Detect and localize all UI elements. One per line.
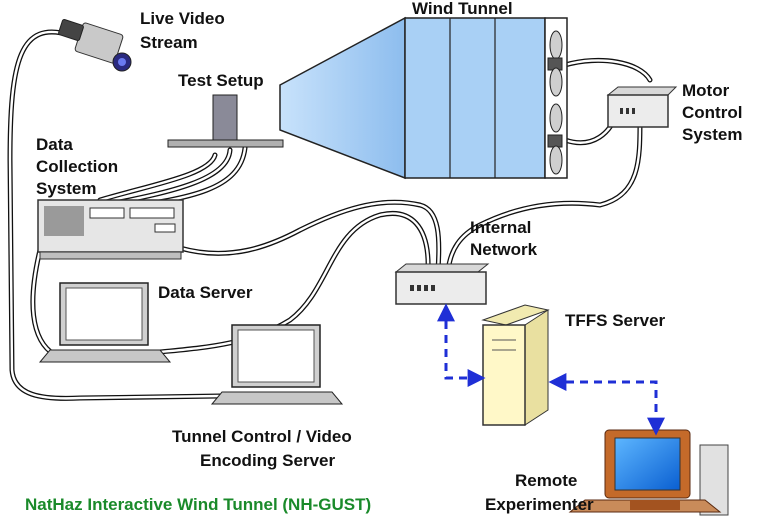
label-tffs-server: TFFS Server bbox=[565, 311, 666, 330]
label-internal-network-2: Network bbox=[470, 240, 538, 259]
connection-arrows bbox=[437, 303, 665, 436]
test-setup bbox=[167, 94, 284, 148]
label-data-collection-1: Data bbox=[36, 135, 73, 154]
label-wind-tunnel: Wind Tunnel bbox=[412, 0, 513, 18]
label-motor-3: System bbox=[682, 125, 742, 144]
network-switch bbox=[394, 263, 490, 305]
wind-tunnel bbox=[279, 16, 568, 180]
label-data-server: Data Server bbox=[158, 283, 253, 302]
desktop-computer-icon bbox=[568, 429, 729, 516]
label-live-video-2: Stream bbox=[140, 33, 198, 52]
label-live-video: Live Video bbox=[140, 9, 225, 28]
label-motor-2: Control bbox=[682, 103, 742, 122]
label-remote-2: Experimenter bbox=[485, 495, 594, 514]
fan-icon bbox=[547, 30, 563, 97]
labels: Live Video Stream Wind Tunnel Test Setup… bbox=[25, 0, 742, 514]
diagram-caption: NatHaz Interactive Wind Tunnel (NH-GUST) bbox=[25, 495, 371, 514]
label-remote-1: Remote bbox=[515, 471, 577, 490]
video-camera-icon bbox=[58, 19, 132, 72]
laptop-icon-tunnel-control bbox=[210, 324, 344, 405]
label-motor-1: Motor bbox=[682, 81, 730, 100]
label-tunnel-control-1: Tunnel Control / Video bbox=[172, 427, 352, 446]
cable-network bbox=[7, 29, 653, 401]
motor-control-box bbox=[606, 86, 678, 128]
laptop-icon-data-server bbox=[38, 282, 172, 363]
label-tunnel-control-2: Encoding Server bbox=[200, 451, 335, 470]
fan-icon bbox=[547, 103, 563, 175]
data-collection-device bbox=[37, 199, 184, 260]
label-data-collection-3: System bbox=[36, 179, 96, 198]
server-tower-icon bbox=[481, 304, 550, 426]
label-internal-network-1: Internal bbox=[470, 218, 531, 237]
label-data-collection-2: Collection bbox=[36, 157, 118, 176]
label-test-setup: Test Setup bbox=[178, 71, 264, 90]
